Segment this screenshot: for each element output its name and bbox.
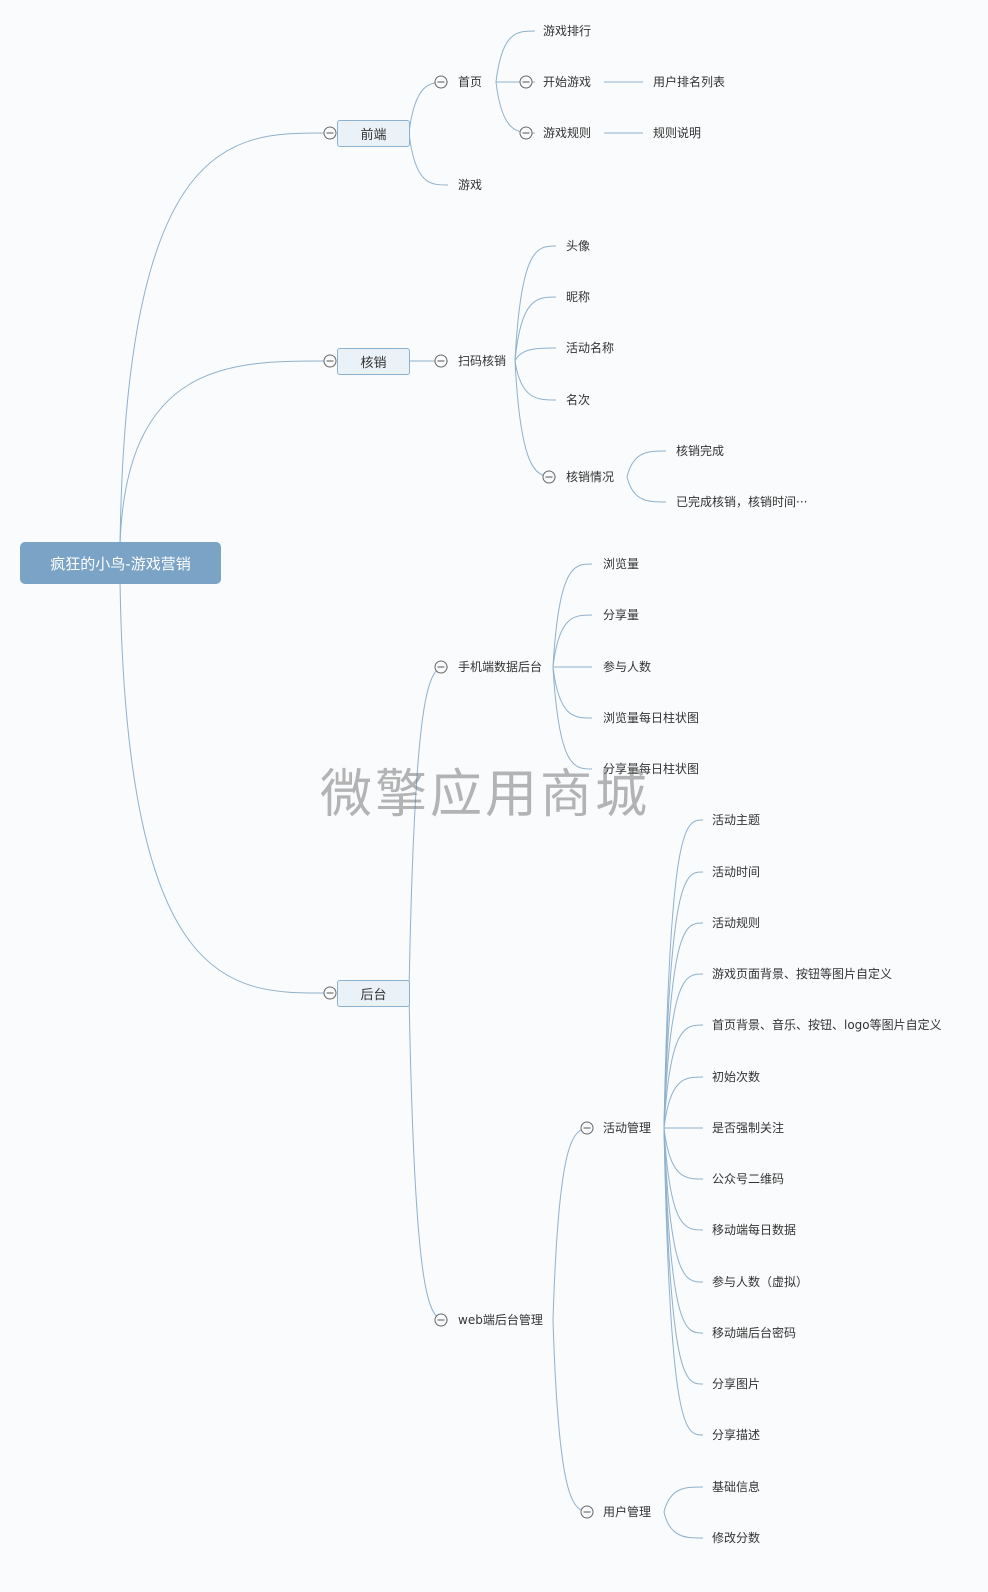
node-start-game[interactable]: 开始游戏: [543, 75, 592, 89]
link-curve: [408, 992, 449, 1321]
link-curve: [119, 360, 325, 546]
link-curve: [663, 819, 704, 1129]
link-curve: [663, 922, 704, 1129]
node-activity-item[interactable]: 是否强制关注: [712, 1121, 785, 1135]
node-verify-done-detail[interactable]: 已完成核销，核销时间···: [676, 495, 808, 509]
node-mobile-backend[interactable]: 手机端数据后台: [458, 660, 543, 674]
node-user-mgmt[interactable]: 用户管理: [603, 1505, 652, 1519]
node-activity-name[interactable]: 活动名称: [566, 341, 615, 355]
link-curve: [663, 1024, 704, 1129]
node-activity-item[interactable]: 公众号二维码: [712, 1172, 785, 1186]
node-edit-score[interactable]: 修改分数: [712, 1531, 761, 1545]
link-curve: [663, 1127, 704, 1283]
node-participants[interactable]: 参与人数: [603, 660, 652, 674]
node-shares[interactable]: 分享量: [603, 608, 640, 622]
link-curve: [514, 360, 557, 401]
collapse-icon[interactable]: [519, 75, 533, 89]
node-activity-item[interactable]: 参与人数（虚拟）: [712, 1275, 809, 1289]
link-curve: [552, 614, 593, 668]
link-curve: [514, 296, 557, 362]
node-avatar[interactable]: 头像: [566, 239, 591, 253]
node-daily-shares-chart[interactable]: 分享量每日柱状图: [603, 762, 700, 776]
collapse-icon[interactable]: [580, 1505, 594, 1519]
link-curve: [663, 1127, 704, 1231]
node-activity-mgmt[interactable]: 活动管理: [603, 1121, 652, 1135]
link-curve: [626, 450, 667, 478]
collapse-icon[interactable]: [542, 470, 556, 484]
watermark: 微擎应用商城: [320, 765, 651, 825]
node-activity-item[interactable]: 移动端后台密码: [712, 1326, 797, 1340]
collapse-icon[interactable]: [519, 126, 533, 140]
node-rules-desc[interactable]: 规则说明: [653, 126, 702, 140]
collapse-icon[interactable]: [323, 354, 337, 368]
link-curve: [663, 1127, 704, 1385]
node-home[interactable]: 首页: [458, 75, 483, 89]
collapse-icon[interactable]: [434, 75, 448, 89]
node-activity-item[interactable]: 活动时间: [712, 865, 761, 879]
link-curve: [663, 871, 704, 1129]
collapse-icon[interactable]: [323, 126, 337, 140]
node-activity-item[interactable]: 活动规则: [712, 916, 761, 930]
node-nickname[interactable]: 昵称: [566, 290, 591, 304]
node-daily-views-chart[interactable]: 浏览量每日柱状图: [603, 711, 700, 725]
node-basic-info[interactable]: 基础信息: [712, 1480, 761, 1494]
link-curve: [663, 1076, 704, 1129]
link-curve: [552, 1127, 593, 1321]
node-activity-item[interactable]: 分享描述: [712, 1428, 761, 1442]
link-curve: [663, 1127, 704, 1334]
node-web-backend[interactable]: web端后台管理: [458, 1313, 543, 1327]
link-curve: [495, 81, 536, 134]
link-curve: [514, 245, 557, 362]
node-game-rules[interactable]: 游戏规则: [543, 126, 592, 140]
collapse-icon[interactable]: [580, 1121, 594, 1135]
node-activity-item[interactable]: 分享图片: [712, 1377, 761, 1391]
node-views[interactable]: 浏览量: [603, 557, 640, 571]
node-activity-item[interactable]: 初始次数: [712, 1070, 761, 1084]
link-curve: [663, 1127, 704, 1180]
link-curve: [663, 973, 704, 1129]
collapse-icon[interactable]: [434, 660, 448, 674]
node-game[interactable]: 游戏: [458, 178, 483, 192]
node-verify[interactable]: 核销: [337, 348, 410, 375]
node-activity-item[interactable]: 首页背景、音乐、按钮、logo等图片自定义: [712, 1018, 942, 1032]
link-curve: [408, 666, 449, 994]
collapse-icon[interactable]: [323, 986, 337, 1000]
link-curve: [552, 1319, 593, 1513]
link-curve: [495, 30, 536, 83]
link-curve: [663, 1127, 704, 1436]
root-node[interactable]: 疯狂的小鸟-游戏营销: [20, 542, 221, 584]
node-activity-item[interactable]: 活动主题: [712, 813, 761, 827]
node-ranking[interactable]: 游戏排行: [543, 24, 592, 38]
node-scan-verify[interactable]: 扫码核销: [458, 354, 507, 368]
link-curve: [663, 1486, 704, 1513]
link-curve: [552, 666, 593, 770]
node-backend[interactable]: 后台: [337, 980, 410, 1007]
link-curve: [552, 666, 593, 719]
link-curve: [663, 1511, 704, 1539]
node-rank[interactable]: 名次: [566, 393, 591, 407]
link-curve: [514, 360, 557, 478]
node-activity-item[interactable]: 移动端每日数据: [712, 1223, 797, 1237]
node-verify-done[interactable]: 核销完成: [676, 444, 725, 458]
link-curve: [626, 476, 667, 503]
link-curve: [552, 563, 593, 668]
node-frontend[interactable]: 前端: [337, 120, 410, 147]
link-curve: [119, 579, 325, 994]
node-verify-status[interactable]: 核销情况: [566, 470, 615, 484]
collapse-icon[interactable]: [434, 354, 448, 368]
link-curve: [408, 81, 449, 134]
node-user-rank-list[interactable]: 用户排名列表: [653, 75, 726, 89]
link-curve: [408, 132, 449, 186]
link-curve: [514, 347, 557, 362]
node-activity-item[interactable]: 游戏页面背景、按钮等图片自定义: [712, 967, 893, 981]
link-curve: [119, 132, 325, 546]
collapse-icon[interactable]: [434, 1313, 448, 1327]
